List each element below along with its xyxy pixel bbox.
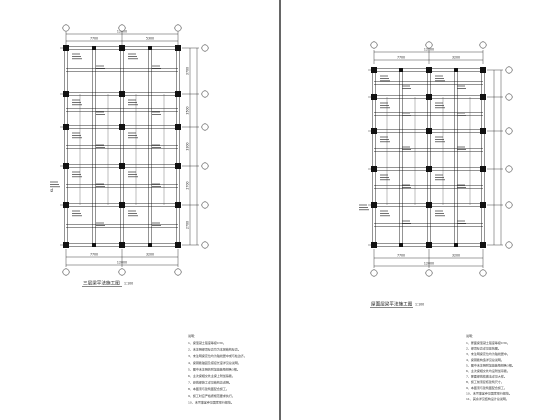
left-axis-bubble bbox=[201, 241, 209, 249]
left-axis-bubble bbox=[201, 201, 209, 209]
right-notes-block: 说明： 1、屋面梁混凝土强度等级C30。2、梁顶标高详见建筑图。3、未注明梁定位… bbox=[466, 333, 515, 401]
third-floor-beam-plan: KL 12000 7700 5300 7700 3200 12000 3700 3500 3300… bbox=[50, 24, 247, 404]
right-axis-bubble bbox=[505, 127, 513, 135]
left-note-line: 3、未注明梁定位均为轴线居中或与柱边齐。 bbox=[188, 353, 247, 358]
left-right-dim: 3300 bbox=[186, 142, 190, 150]
left-right-dim: 3500 bbox=[186, 106, 190, 114]
right-plan-grid: 12000 7700 3200 7700 3200 12000 bbox=[359, 41, 513, 277]
left-note-line: 6、主次梁相交处主梁上附加箍筋。 bbox=[188, 373, 235, 378]
left-axis-bubble bbox=[201, 123, 209, 131]
left-note-line: 9、施工时应严格按规范要求执行。 bbox=[188, 393, 235, 398]
sheet-divider bbox=[279, 0, 281, 420]
right-note-line: 7、屋面梁挑檐做法详见大样。 bbox=[466, 374, 507, 379]
left-note-line: 1、梁混凝土强度等级C30。 bbox=[188, 340, 226, 345]
right-bottom-dim-span: 7700 bbox=[397, 254, 405, 258]
left-plan-scale: 1:100 bbox=[124, 282, 133, 286]
left-right-dim: 2700 bbox=[186, 181, 190, 189]
right-axis-bubble bbox=[425, 41, 433, 49]
right-plan-title: 屋面层梁平法施工图 bbox=[371, 301, 413, 308]
right-drawing-sheet: 12000 7700 3200 7700 3200 12000 屋面层梁平法施工图 1:1… bbox=[281, 0, 560, 420]
right-bottom-dim-span: 3200 bbox=[452, 254, 460, 258]
right-top-dim-span: 7700 bbox=[397, 56, 405, 60]
left-axis-bubble bbox=[174, 24, 182, 32]
roof-beam-plan: 12000 7700 3200 7700 3200 12000 屋面层梁平法施工图 1:1… bbox=[359, 41, 515, 401]
left-axis-bubble bbox=[62, 268, 70, 276]
right-note-line: 3、未注明梁定位均为轴线居中。 bbox=[466, 351, 510, 356]
left-plan-title: 三层梁平法施工图 bbox=[83, 280, 120, 287]
right-bottom-dim-total: 12000 bbox=[424, 262, 434, 266]
right-axis-bubble bbox=[425, 269, 433, 277]
left-plan-grid: KL 12000 7700 5300 7700 3200 12000 3700 3500 3300… bbox=[50, 24, 209, 276]
right-note-line: 5、图中未注明附加箍筋每侧各3根。 bbox=[466, 362, 515, 367]
left-right-dim: 2700 bbox=[186, 221, 190, 229]
left-top-dim-total: 12000 bbox=[117, 30, 127, 34]
right-note-line: 2、梁顶标高详见建筑图。 bbox=[466, 346, 501, 351]
left-top-dim-span: 7700 bbox=[90, 37, 98, 41]
right-note-line: 9、本图须与建筑图配合施工。 bbox=[466, 385, 507, 390]
right-axis-bubble bbox=[479, 269, 487, 277]
left-note-line: 10、未尽事宜参见国家现行规范。 bbox=[188, 399, 234, 404]
left-bottom-dim-span: 3200 bbox=[146, 253, 154, 257]
right-axis-bubble bbox=[370, 41, 378, 49]
right-note-line: 11、其余详见结构设计总说明。 bbox=[466, 396, 509, 401]
right-note-line: 8、施工前须复核建筑尺寸。 bbox=[466, 379, 504, 384]
left-axis-bubble bbox=[201, 90, 209, 98]
left-notes-heading: 说明： bbox=[188, 333, 197, 338]
right-notes-heading: 说明： bbox=[466, 333, 475, 338]
right-note-line: 6、主次梁相交处均设附加吊筋。 bbox=[466, 368, 510, 373]
left-note-line: 2、未注明梁顶标高均为本层结构标高。 bbox=[188, 347, 241, 352]
left-axis-bubble bbox=[201, 162, 209, 170]
left-note-line: 4、梁钢筋锚固及搭接长度详见总说明。 bbox=[188, 360, 241, 365]
right-axis-bubble bbox=[505, 241, 513, 249]
left-axis-bubble bbox=[201, 44, 209, 52]
right-axis-bubble bbox=[505, 66, 513, 74]
right-note-line: 10、未尽事宜参见国家现行规范。 bbox=[466, 390, 512, 395]
right-note-line: 4、梁钢筋构造详见总说明。 bbox=[466, 357, 504, 362]
right-plan-scale: 1:100 bbox=[415, 303, 424, 307]
left-drawing-sheet: KL 12000 7700 5300 7700 3200 12000 3700 3500 3300… bbox=[0, 0, 279, 420]
left-axis-bubble bbox=[174, 268, 182, 276]
right-axis-bubble bbox=[505, 201, 513, 209]
left-axis-bubble bbox=[118, 268, 126, 276]
left-axis-bubble bbox=[118, 24, 126, 32]
right-top-dim-total: 12000 bbox=[424, 48, 434, 52]
left-bottom-dim-total: 12000 bbox=[117, 261, 127, 265]
right-axis-bubble bbox=[505, 93, 513, 101]
right-note-line: 1、屋面梁混凝土强度等级C30。 bbox=[466, 340, 510, 345]
left-axis-bubble bbox=[62, 24, 70, 32]
right-top-dim-span: 3200 bbox=[452, 56, 460, 60]
left-note-line: 5、图中未注明的附加箍筋每侧各3根。 bbox=[188, 366, 240, 371]
left-note-line: 7、悬挑梁施工详见结构总说明。 bbox=[188, 380, 232, 385]
left-top-dim-span: 5300 bbox=[146, 37, 154, 41]
left-notes-block: 说明： 1、梁混凝土强度等级C30。 2、未注明梁顶标高均为本层结构标高。3、未注… bbox=[188, 333, 247, 404]
right-axis-bubble bbox=[370, 269, 378, 277]
left-right-dim: 3700 bbox=[186, 67, 190, 75]
right-axis-bubble bbox=[505, 165, 513, 173]
left-note-line: 8、本图须与建筑图配合施工。 bbox=[188, 386, 229, 391]
left-bottom-dim-span: 7700 bbox=[90, 253, 98, 257]
left-side-annotation: KL bbox=[50, 188, 54, 192]
right-axis-bubble bbox=[479, 41, 487, 49]
